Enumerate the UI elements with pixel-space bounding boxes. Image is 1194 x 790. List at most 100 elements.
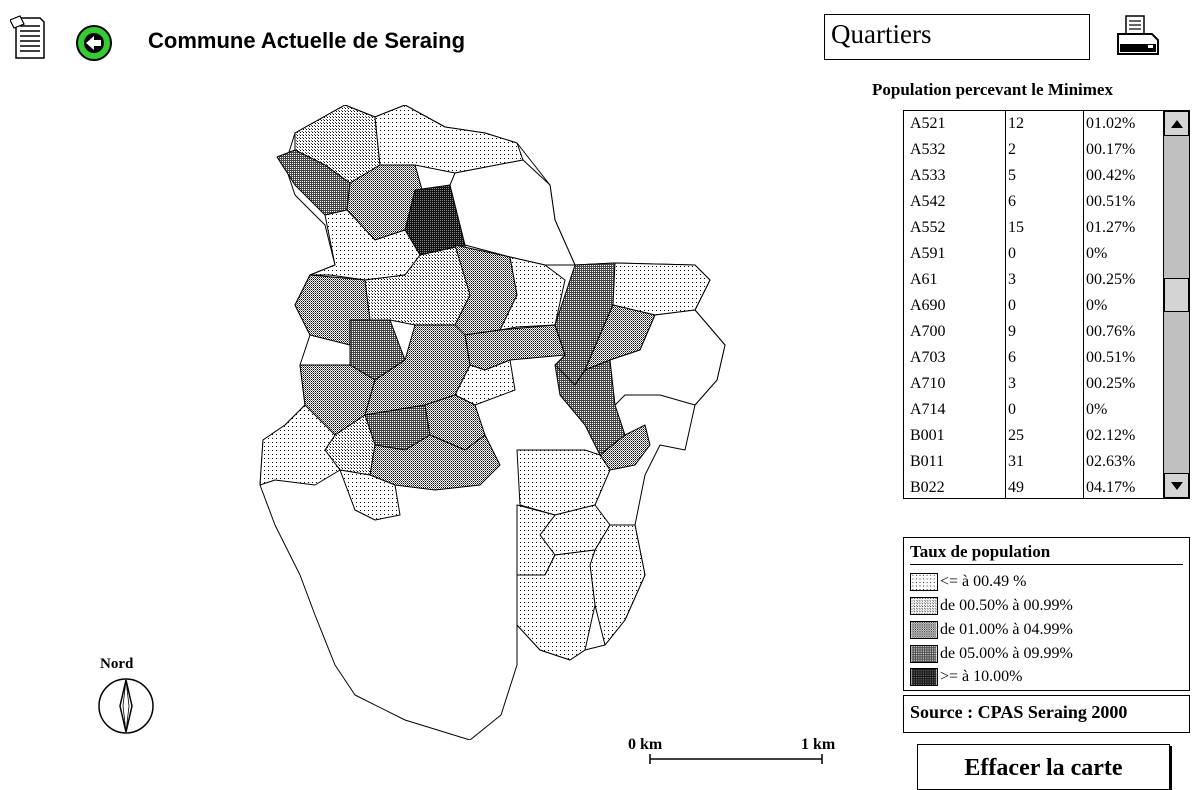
table-row[interactable]: A521 12 01.02% — [904, 111, 1164, 137]
percent-cell: 01.27% — [1086, 219, 1136, 236]
legend-title: Taux de population — [910, 542, 1183, 565]
district-code-cell: A521 — [910, 115, 946, 132]
district — [369, 434, 501, 491]
table-row[interactable]: A714 0 0% — [904, 397, 1164, 423]
printer-icon[interactable] — [1112, 14, 1162, 58]
legend: Taux de population <= à 00.49 % de 00.50… — [903, 537, 1190, 691]
district — [259, 404, 341, 486]
layer-select[interactable]: Quartiers — [824, 14, 1090, 60]
percent-cell: 02.12% — [1086, 427, 1136, 444]
district-code-cell: A533 — [910, 167, 946, 184]
scale-bar — [649, 754, 823, 764]
count-cell: 9 — [1008, 323, 1016, 340]
percent-cell: 02.63% — [1086, 453, 1136, 470]
count-cell: 5 — [1008, 167, 1016, 184]
district-code-cell: A690 — [910, 297, 946, 314]
table-row[interactable]: A533 5 00.42% — [904, 163, 1164, 189]
count-cell: 0 — [1008, 245, 1016, 262]
percent-cell: 00.25% — [1086, 271, 1136, 288]
district — [499, 256, 566, 331]
district-code-cell: A700 — [910, 323, 946, 340]
district-code-cell: B022 — [910, 479, 945, 496]
district-code-cell: A591 — [910, 245, 946, 262]
legend-item: >= à 10.00% — [910, 666, 1022, 688]
north-label: Nord — [100, 656, 134, 672]
percent-cell: 0% — [1086, 401, 1108, 418]
swatch-dense-crosshatch — [910, 645, 938, 663]
district-code-cell: A714 — [910, 401, 946, 418]
table-row[interactable]: B011 31 02.63% — [904, 449, 1164, 475]
table-row[interactable]: A690 0 0% — [904, 293, 1164, 319]
table-row[interactable]: A700 9 00.76% — [904, 319, 1164, 345]
source-label: Source : CPAS Seraing 2000 — [903, 695, 1190, 733]
scroll-up-button[interactable] — [1164, 111, 1189, 136]
district — [516, 549, 596, 661]
scrollbar[interactable] — [1163, 111, 1189, 498]
percent-cell: 00.25% — [1086, 375, 1136, 392]
compass-icon — [98, 678, 154, 734]
percent-cell: 0% — [1086, 297, 1108, 314]
district-code-cell: A542 — [910, 193, 946, 210]
percent-cell: 0% — [1086, 245, 1108, 262]
percent-cell: 01.02% — [1086, 115, 1136, 132]
percent-cell: 00.76% — [1086, 323, 1136, 340]
chevron-down-icon — [1170, 481, 1183, 490]
back-arrow-icon[interactable] — [75, 24, 113, 62]
count-cell: 3 — [1008, 375, 1016, 392]
district-code-cell: A61 — [910, 271, 938, 288]
district-code-cell: B001 — [910, 427, 945, 444]
district — [516, 449, 611, 516]
swatch-very-dense — [910, 668, 938, 686]
percent-cell: 00.17% — [1086, 141, 1136, 158]
count-cell: 3 — [1008, 271, 1016, 288]
count-cell: 25 — [1008, 427, 1024, 444]
document-icon[interactable] — [10, 14, 46, 60]
district-code-cell: A552 — [910, 219, 946, 236]
count-cell: 6 — [1008, 349, 1016, 366]
district-code-cell: B011 — [910, 453, 945, 470]
table-row[interactable]: A552 15 01.27% — [904, 215, 1164, 241]
swatch-fine-grid — [910, 597, 938, 615]
table-row[interactable]: B001 25 02.12% — [904, 423, 1164, 449]
scroll-down-button[interactable] — [1164, 473, 1189, 498]
count-cell: 6 — [1008, 193, 1016, 210]
legend-item: <= à 00.49 % — [910, 571, 1026, 593]
scale-start-label: 0 km — [628, 736, 663, 753]
page-title: Commune Actuelle de Seraing — [148, 28, 466, 53]
scale-end-label: 1 km — [801, 736, 836, 753]
count-cell: 49 — [1008, 479, 1024, 496]
count-cell: 12 — [1008, 115, 1024, 132]
legend-item: de 00.50% à 00.99% — [910, 595, 1073, 617]
district — [339, 469, 401, 521]
swatch-light-crosshatch — [910, 621, 938, 639]
swatch-sparse-dots — [910, 573, 938, 591]
table-row[interactable]: A591 0 0% — [904, 241, 1164, 267]
district — [612, 262, 711, 316]
count-cell: 0 — [1008, 401, 1016, 418]
count-cell: 0 — [1008, 297, 1016, 314]
district-code-cell: A532 — [910, 141, 946, 158]
district-map[interactable] — [255, 105, 775, 740]
district — [449, 159, 576, 266]
percent-cell: 04.17% — [1086, 479, 1136, 496]
district — [609, 309, 726, 406]
district — [554, 359, 626, 456]
count-cell: 15 — [1008, 219, 1024, 236]
count-cell: 31 — [1008, 453, 1024, 470]
scroll-thumb[interactable] — [1164, 278, 1189, 313]
table-row[interactable]: A61 3 00.25% — [904, 267, 1164, 293]
clear-map-button[interactable]: Effacer la carte — [917, 744, 1170, 790]
percent-cell: 00.42% — [1086, 167, 1136, 184]
table-row[interactable]: B022 49 04.17% — [904, 475, 1164, 498]
chevron-up-icon — [1170, 119, 1183, 128]
district-code-cell: A703 — [910, 349, 946, 366]
legend-item: de 05.00% à 09.99% — [910, 643, 1073, 665]
district — [374, 105, 524, 174]
table-title: Population percevant le Minimex — [872, 80, 1113, 99]
